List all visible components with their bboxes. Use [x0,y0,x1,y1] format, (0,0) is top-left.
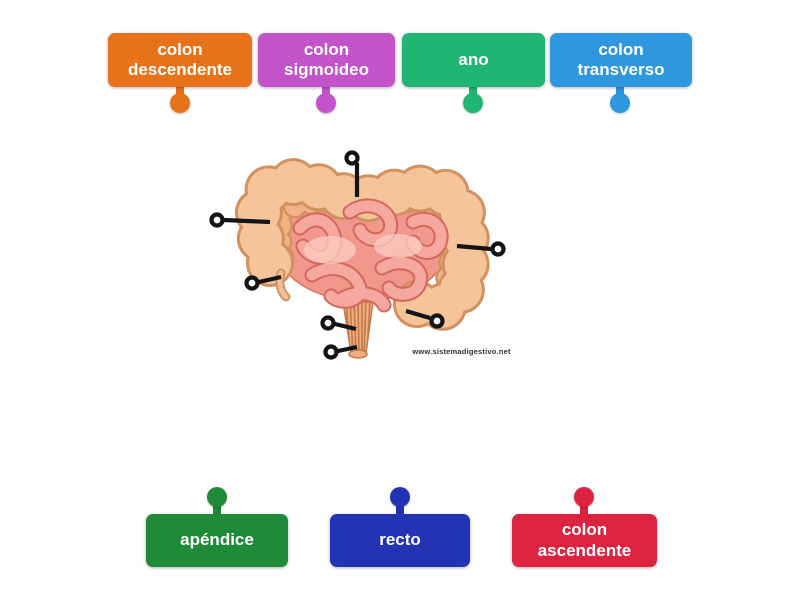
pin-descending-colon[interactable] [456,241,506,257]
pin-sigmoid-colon-target[interactable] [429,313,445,329]
tile-label: colon descendente [128,39,232,79]
pin-ascending-colon-line [223,217,271,225]
rectum [342,301,374,359]
tile-pin-knob [574,487,594,507]
pin-appendix-target[interactable] [244,275,260,291]
tile-label: ano [458,49,489,69]
tile-colon-sigmoideo[interactable]: colon sigmoideo [258,33,395,87]
tile-label: colon transverso [577,39,665,79]
tile-colon-descendente[interactable]: colon descendente [108,33,252,87]
pin-ano[interactable] [323,344,358,360]
pin-sigmoid-colon[interactable] [405,308,445,329]
tile-label: recto [379,530,421,550]
tile-pin-knob [610,93,630,113]
pin-sigmoid-colon-line [405,308,431,321]
anus [348,349,368,359]
tile-pin-knob [207,487,227,507]
tile-label: colon ascendente [537,520,632,560]
pin-recto-line [334,321,357,332]
tile-colon-ascendente[interactable]: colon ascendente [512,514,657,567]
tile-ano[interactable]: ano [402,33,545,87]
pin-recto-target[interactable] [320,315,336,331]
tile-pin-stem [322,84,330,95]
pin-descending-colon-line [456,243,492,252]
tile-pin-knob [170,93,190,113]
tile-pin-stem [616,84,624,95]
pin-ano-line [337,344,358,354]
tile-pin-stem [469,84,477,95]
pin-ano-target[interactable] [323,344,339,360]
pin-recto[interactable] [320,315,357,332]
pin-descending-colon-target[interactable] [490,241,506,257]
tile-label: apéndice [180,530,254,550]
tile-apendice[interactable]: apéndice [146,514,288,567]
pin-appendix[interactable] [244,274,282,291]
pin-ascending-colon[interactable] [209,212,271,228]
tile-recto[interactable]: recto [330,514,470,567]
pin-appendix-line [258,274,282,285]
watermark-text: www.sistemadigestivo.net [412,347,511,356]
tile-label: colon sigmoideo [283,39,369,79]
pin-transverse-colon-target[interactable] [344,150,360,166]
pin-ascending-colon-target[interactable] [209,212,225,228]
tile-colon-transverso[interactable]: colon transverso [550,33,692,87]
tile-pin-knob [390,487,410,507]
tile-pin-stem [176,84,184,95]
tile-pin-knob [316,93,336,113]
tile-pin-knob [463,93,483,113]
pin-transverse-colon[interactable] [344,150,360,198]
